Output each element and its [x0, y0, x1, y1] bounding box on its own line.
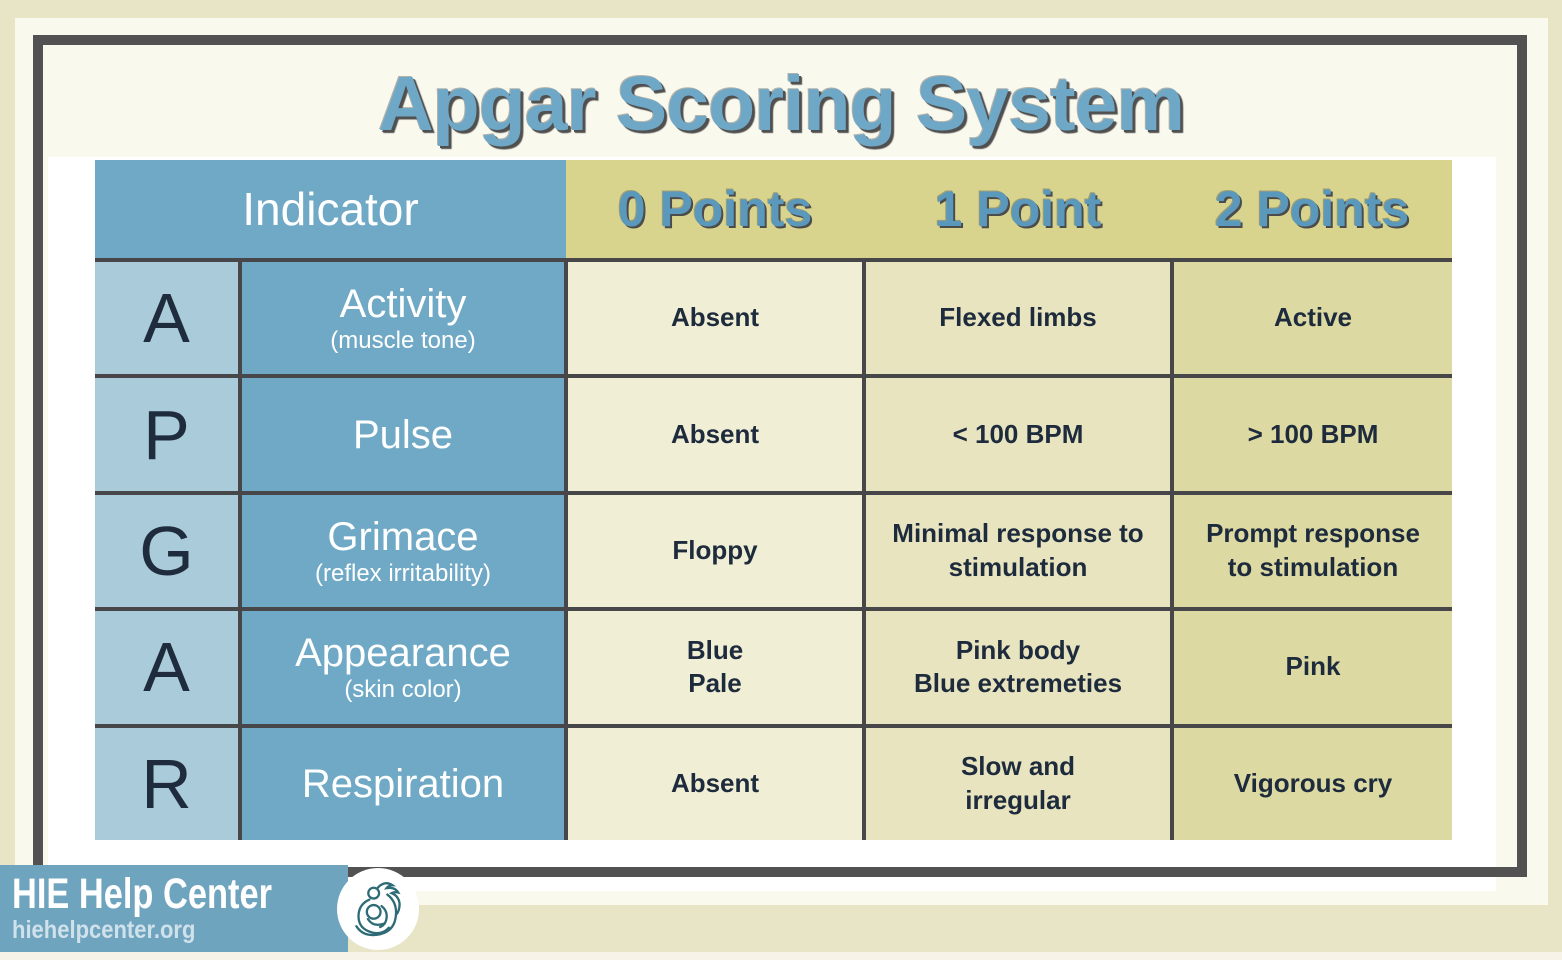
indicator-appearance: Appearance (skin color)	[242, 611, 564, 724]
footer-logo-bar: HIE Help Center hiehelpcenter.org	[0, 865, 419, 952]
table-header-row: Indicator 0 Points 1 Point 2 Points	[95, 160, 1452, 258]
indicator-grimace: Grimace (reflex irritability)	[242, 494, 564, 608]
brand-url: hiehelpcenter.org	[12, 915, 196, 944]
score-cell: Vigorous cry	[1174, 727, 1452, 840]
score-cell: Absent	[568, 727, 862, 840]
header-1-point: 1 Point	[864, 160, 1172, 258]
indicator-subtitle: (reflex irritability)	[314, 559, 491, 587]
score-cell: Active	[1174, 262, 1452, 375]
indicator-respiration: Respiration	[242, 727, 564, 840]
apgar-table: Indicator 0 Points 1 Point 2 Points A Ac…	[95, 160, 1452, 840]
score-cell: Prompt response to stimulation	[1174, 494, 1452, 608]
score-cell: < 100 BPM	[866, 378, 1170, 491]
indicator-subtitle: (skin color)	[344, 675, 462, 703]
score-cell: Flexed limbs	[866, 262, 1170, 375]
score-cell: Pink body Blue extremeties	[866, 611, 1170, 724]
indicator-name: Grimace	[327, 514, 479, 559]
row-letter: P	[95, 378, 238, 491]
indicator-name: Appearance	[295, 630, 511, 675]
indicator-name: Pulse	[352, 412, 454, 457]
table-body: A Activity (muscle tone) Absent Flexed l…	[95, 258, 1452, 840]
score-cell: Slow and irregular	[866, 727, 1170, 840]
indicator-name: Activity	[339, 281, 467, 326]
score-cell: Absent	[568, 262, 862, 375]
score-cell: Absent	[568, 378, 862, 491]
row-letter: A	[95, 262, 238, 375]
header-indicator: Indicator	[95, 160, 566, 258]
score-cell: Blue Pale	[568, 611, 862, 724]
indicator-activity: Activity (muscle tone)	[242, 262, 564, 375]
header-0-points: 0 Points	[566, 160, 864, 258]
indicator-name: Respiration	[301, 761, 505, 806]
header-2-points: 2 Points	[1172, 160, 1452, 258]
outer-frame	[33, 35, 1527, 877]
page-title: Apgar Scoring System	[378, 61, 1185, 147]
row-letter: G	[95, 494, 238, 608]
score-cell: > 100 BPM	[1174, 378, 1452, 491]
footer-text: HIE Help Center hiehelpcenter.org	[12, 869, 337, 945]
bottom-strip	[0, 952, 1562, 960]
score-cell: Minimal response to stimulation	[866, 494, 1170, 608]
indicator-pulse: Pulse	[242, 378, 564, 491]
mother-baby-icon	[336, 867, 419, 950]
score-cell: Pink	[1174, 611, 1452, 724]
brand-name: HIE Help Center	[12, 869, 272, 918]
row-letter: A	[95, 611, 238, 724]
indicator-subtitle: (muscle tone)	[330, 326, 476, 354]
score-cell: Floppy	[568, 494, 862, 608]
row-letter: R	[95, 727, 238, 840]
